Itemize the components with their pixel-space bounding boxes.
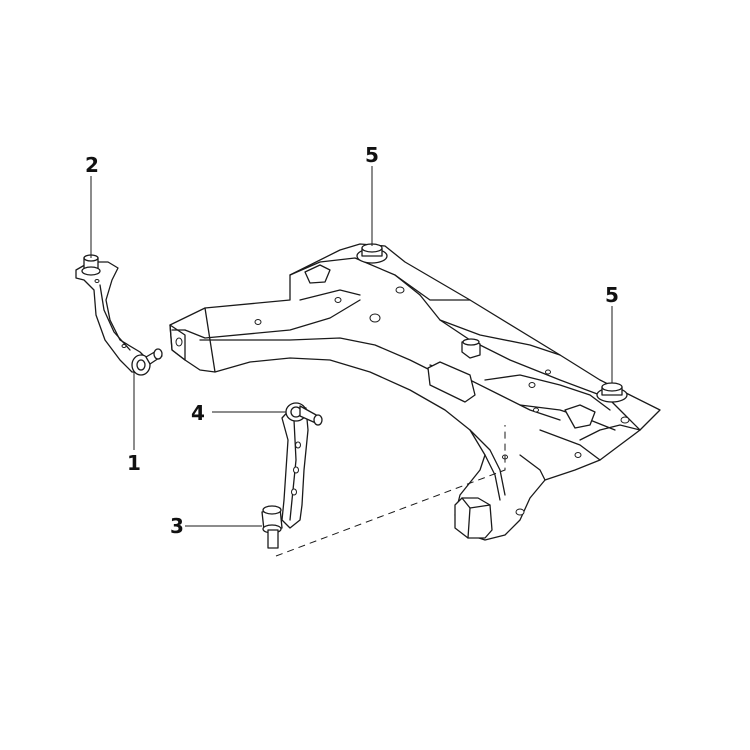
callout-3: 3 [170,514,184,538]
lower-torque-rod [281,402,323,529]
callout-5-rear-right: 5 [605,283,619,307]
callout-1: 1 [127,451,141,475]
subframe [169,243,661,541]
callout-4: 4 [191,401,205,425]
callout-2: 2 [85,153,99,177]
subframe-lower-mount [454,497,493,539]
lower-torque-rod-bolt [261,505,283,549]
callout-5-rear-left: 5 [365,143,379,167]
mount-nut-rear-right [596,382,628,403]
assembly-dashed-line [275,425,506,557]
subframe-body [169,243,661,541]
upper-torque-rod [75,261,163,376]
